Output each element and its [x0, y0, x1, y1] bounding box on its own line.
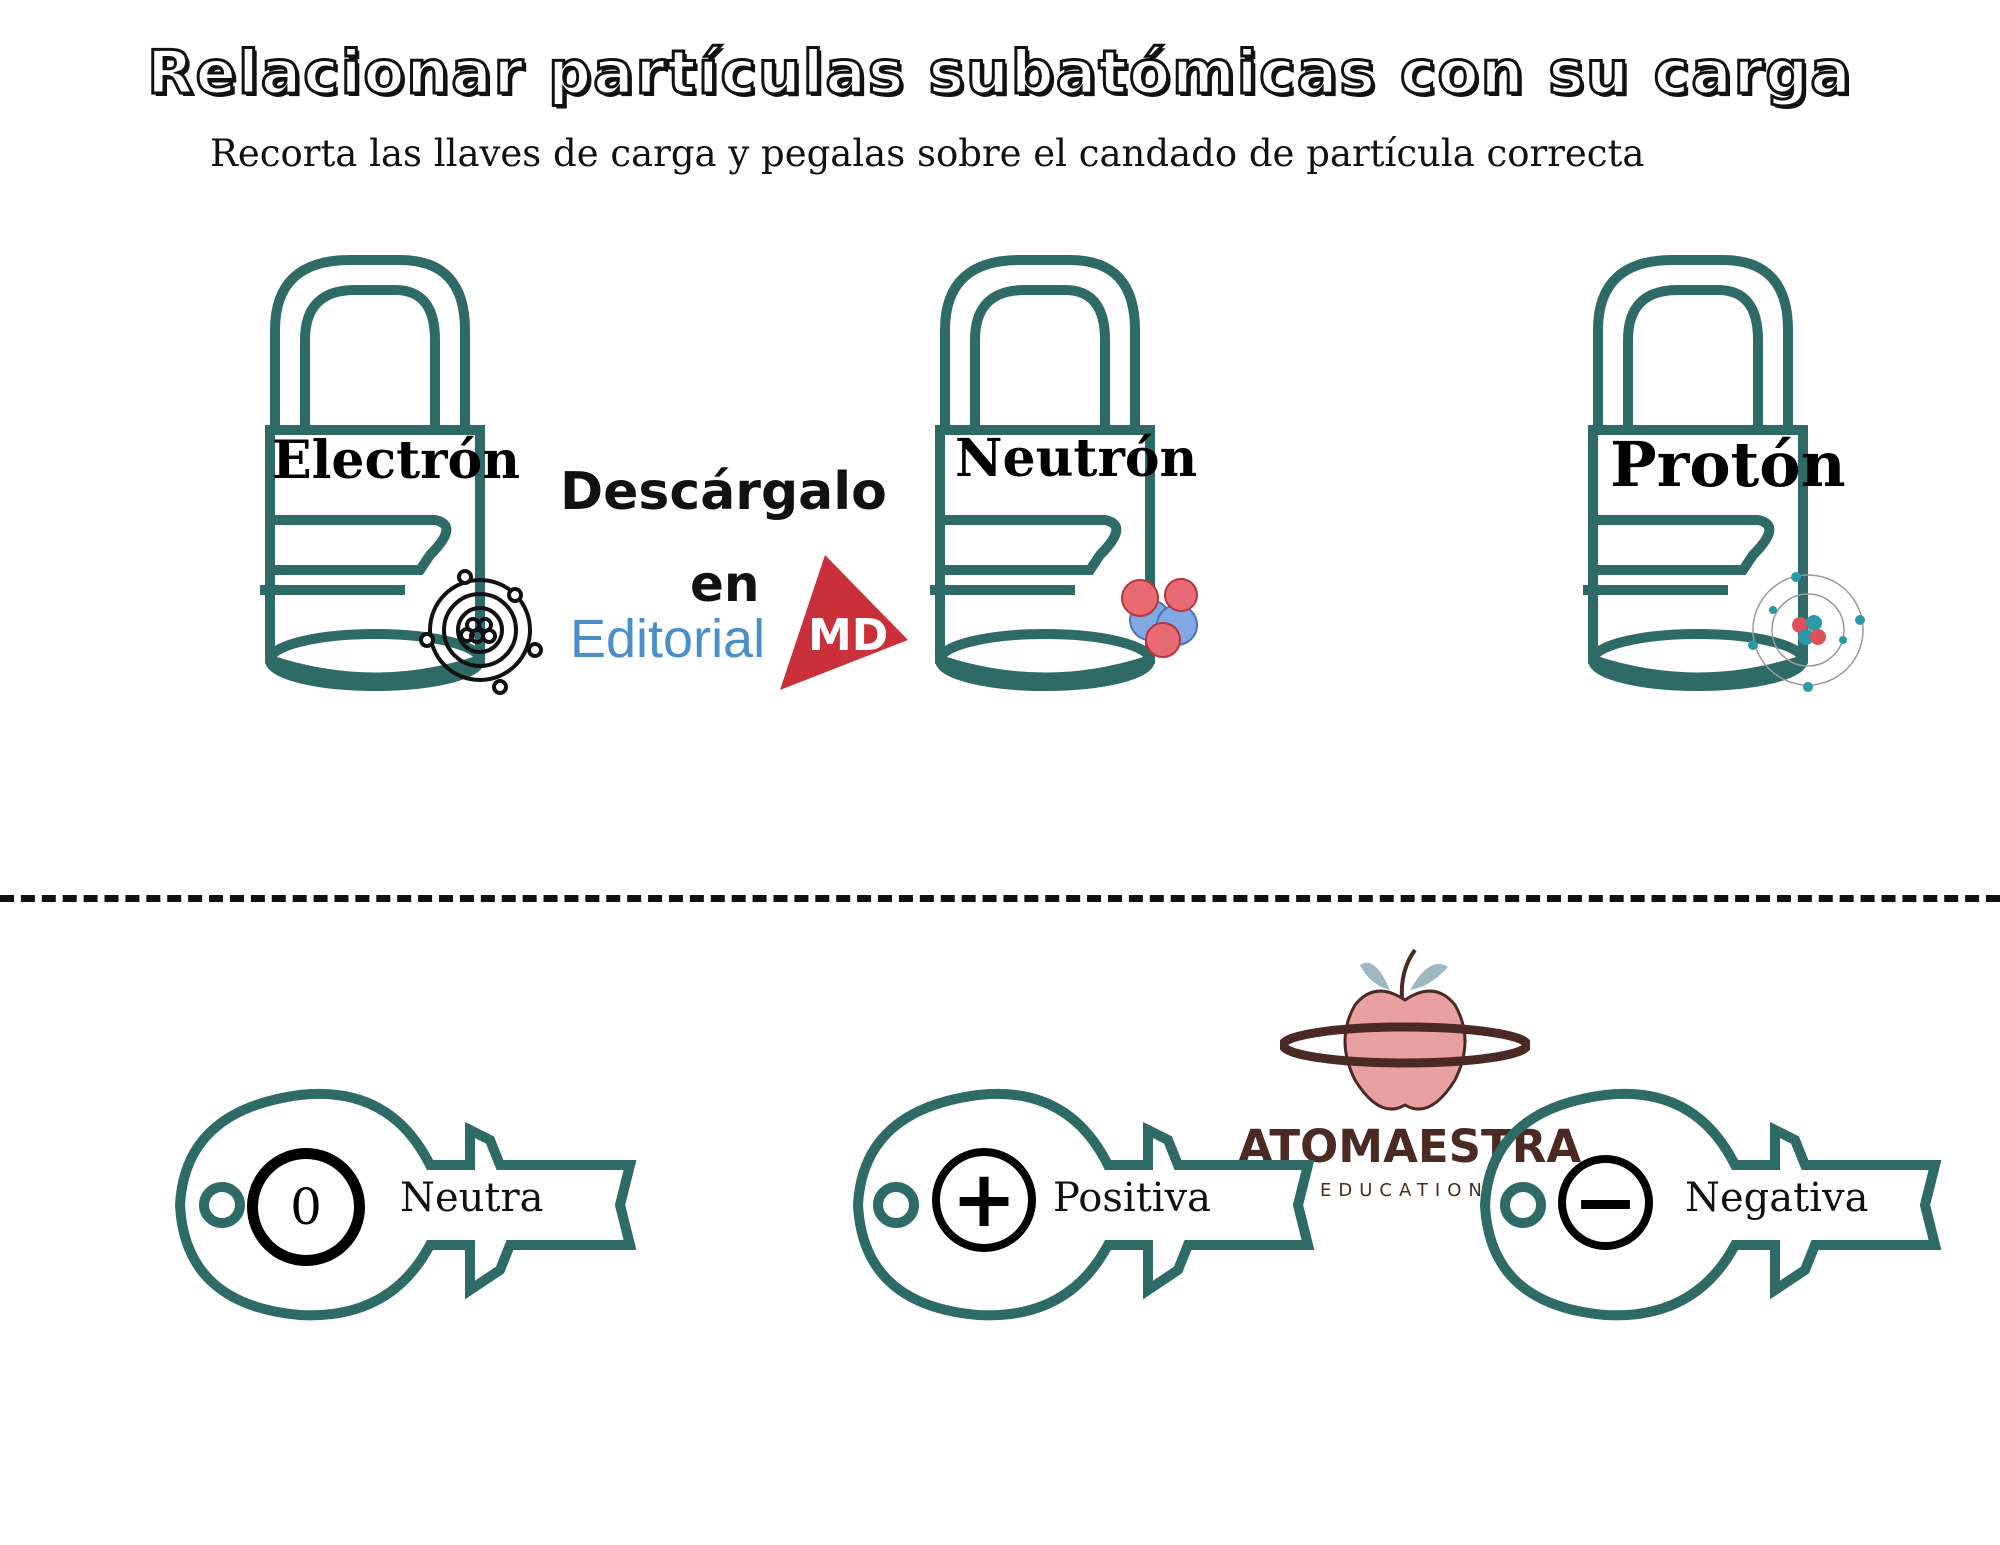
padlock-label-neutron: Neutrón — [955, 428, 1198, 489]
editorial-md-logo: MD — [780, 555, 910, 690]
brand-tagline: EDUCATION — [1320, 1180, 1489, 1201]
key-label-neutra: Neutra — [400, 1175, 544, 1221]
key-positiva — [848, 1080, 1328, 1330]
padlock-icon — [930, 255, 1155, 691]
padlock-neutron — [925, 240, 1225, 710]
padlock-icon — [1583, 255, 1808, 691]
neutrons-cluster-icon — [1115, 570, 1205, 660]
key-neutra — [170, 1080, 650, 1330]
worksheet-instruction: Recorta las llaves de carga y pegalas so… — [210, 132, 1645, 175]
charge-badge-plus: + — [932, 1148, 1036, 1252]
padlock-label-electron: Electrón — [272, 430, 521, 491]
promo-brand: Editorial — [570, 609, 766, 669]
key-icon — [852, 1088, 1315, 1321]
apple-planet-logo — [1278, 945, 1532, 1120]
key-negativa — [1475, 1080, 1955, 1330]
worksheet-title: Relacionar partículas subatómicas con su… — [146, 37, 1853, 110]
atom-model-icon — [1748, 565, 1868, 695]
key-label-positiva: Positiva — [1053, 1175, 1212, 1221]
promo-line2: en — [690, 555, 760, 613]
padlock-electron — [255, 240, 555, 710]
key-icon — [1479, 1088, 1942, 1321]
charge-badge-minus: − — [1558, 1155, 1653, 1250]
cut-line — [0, 895, 2000, 902]
charge-badge-zero: 0 — [247, 1148, 365, 1266]
padlock-icon — [260, 255, 485, 691]
key-icon — [174, 1088, 637, 1321]
svg-text:MD: MD — [808, 610, 888, 661]
atom-outline-icon — [415, 565, 545, 695]
padlock-label-proton: Protón — [1610, 428, 1846, 501]
promo-line1: Descárgalo — [560, 462, 887, 522]
padlock-proton — [1578, 240, 1878, 710]
key-label-negativa: Negativa — [1685, 1175, 1869, 1221]
